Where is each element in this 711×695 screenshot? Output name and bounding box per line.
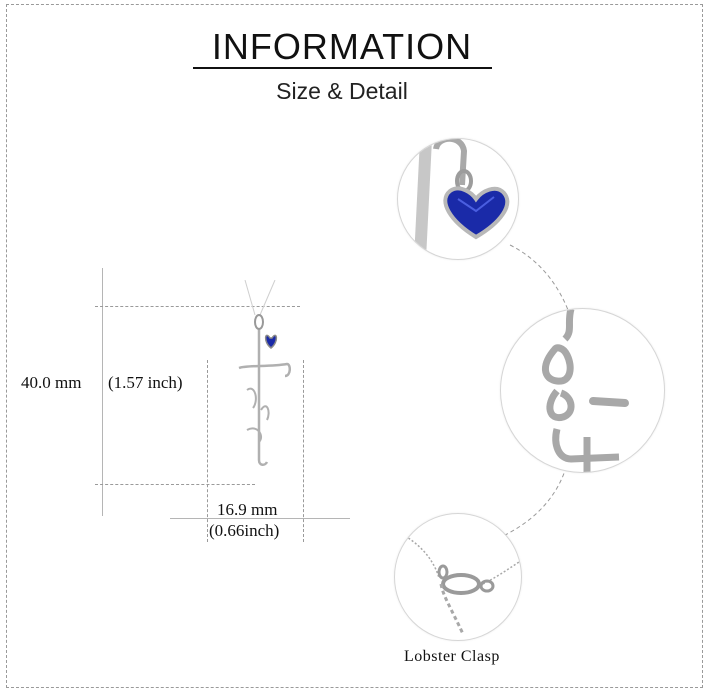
title-underline [193,67,492,69]
width-inch-label: (0.66inch) [209,521,280,540]
page-frame [6,4,703,688]
width-left-guide [207,360,208,542]
heart-gem-detail-icon [414,139,510,259]
pendant-image [238,280,291,466]
width-mm-label: 16.9 mm [217,500,278,519]
detail-circle-lettering [500,308,665,473]
detail-circle-clasp [394,513,522,641]
height-guide-line [102,268,103,516]
clasp-caption: Lobster Clasp [404,648,500,665]
callout-connectors [504,244,569,536]
height-top-guide [95,306,300,307]
width-right-guide [303,360,304,542]
lettering-detail-icon [542,309,629,472]
width-guide-line [170,518,350,519]
detail-circle-heart [397,138,519,260]
height-bottom-guide [95,484,255,485]
height-mm-label: 40.0 mm [21,373,82,392]
page-title: INFORMATION [211,26,473,67]
lobster-clasp-icon [404,535,520,635]
page-subtitle: Size & Detail [276,78,408,104]
height-inch-label: (1.57 inch) [108,373,183,392]
